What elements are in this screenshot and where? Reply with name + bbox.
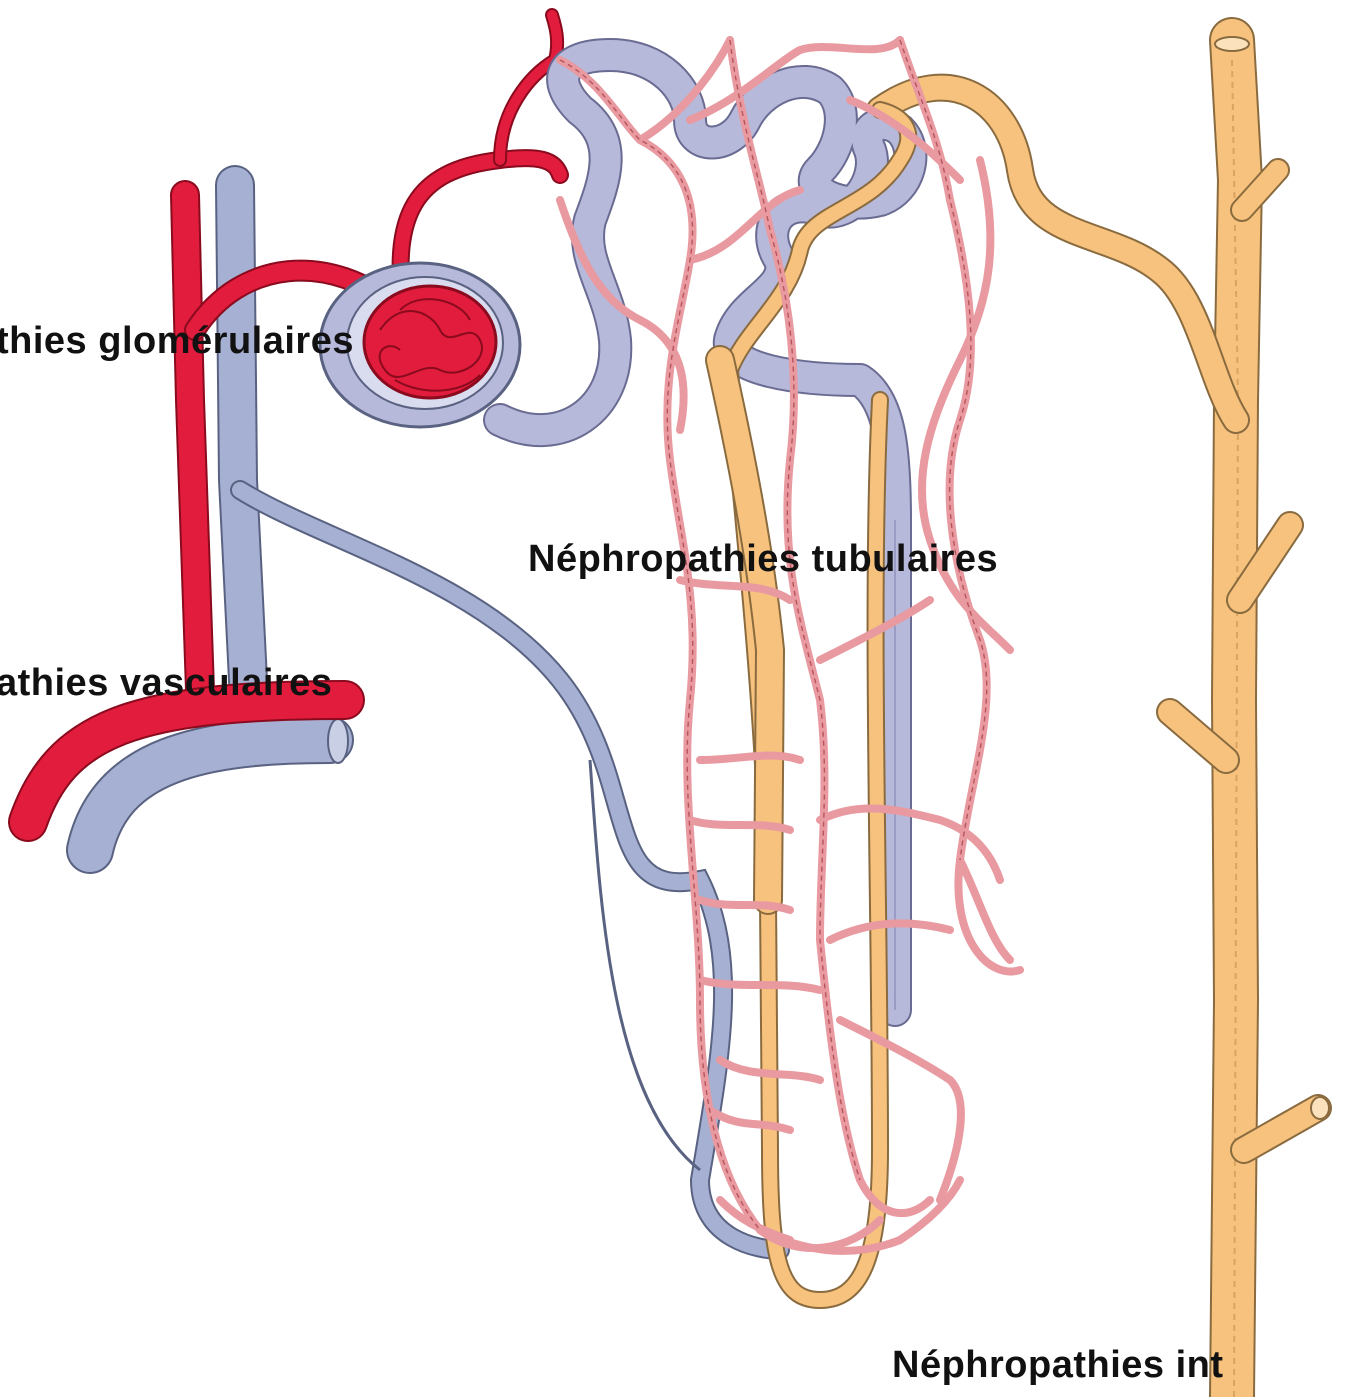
label-glomerular-nephropathies: thies glomérulaires: [0, 322, 354, 360]
label-interstitial-nephropathies: Néphropathies int: [892, 1346, 1224, 1384]
label-vascular-nephropathies: athies vasculaires: [0, 664, 332, 702]
label-tubular-nephropathies: Néphropathies tubulaires: [528, 540, 998, 578]
